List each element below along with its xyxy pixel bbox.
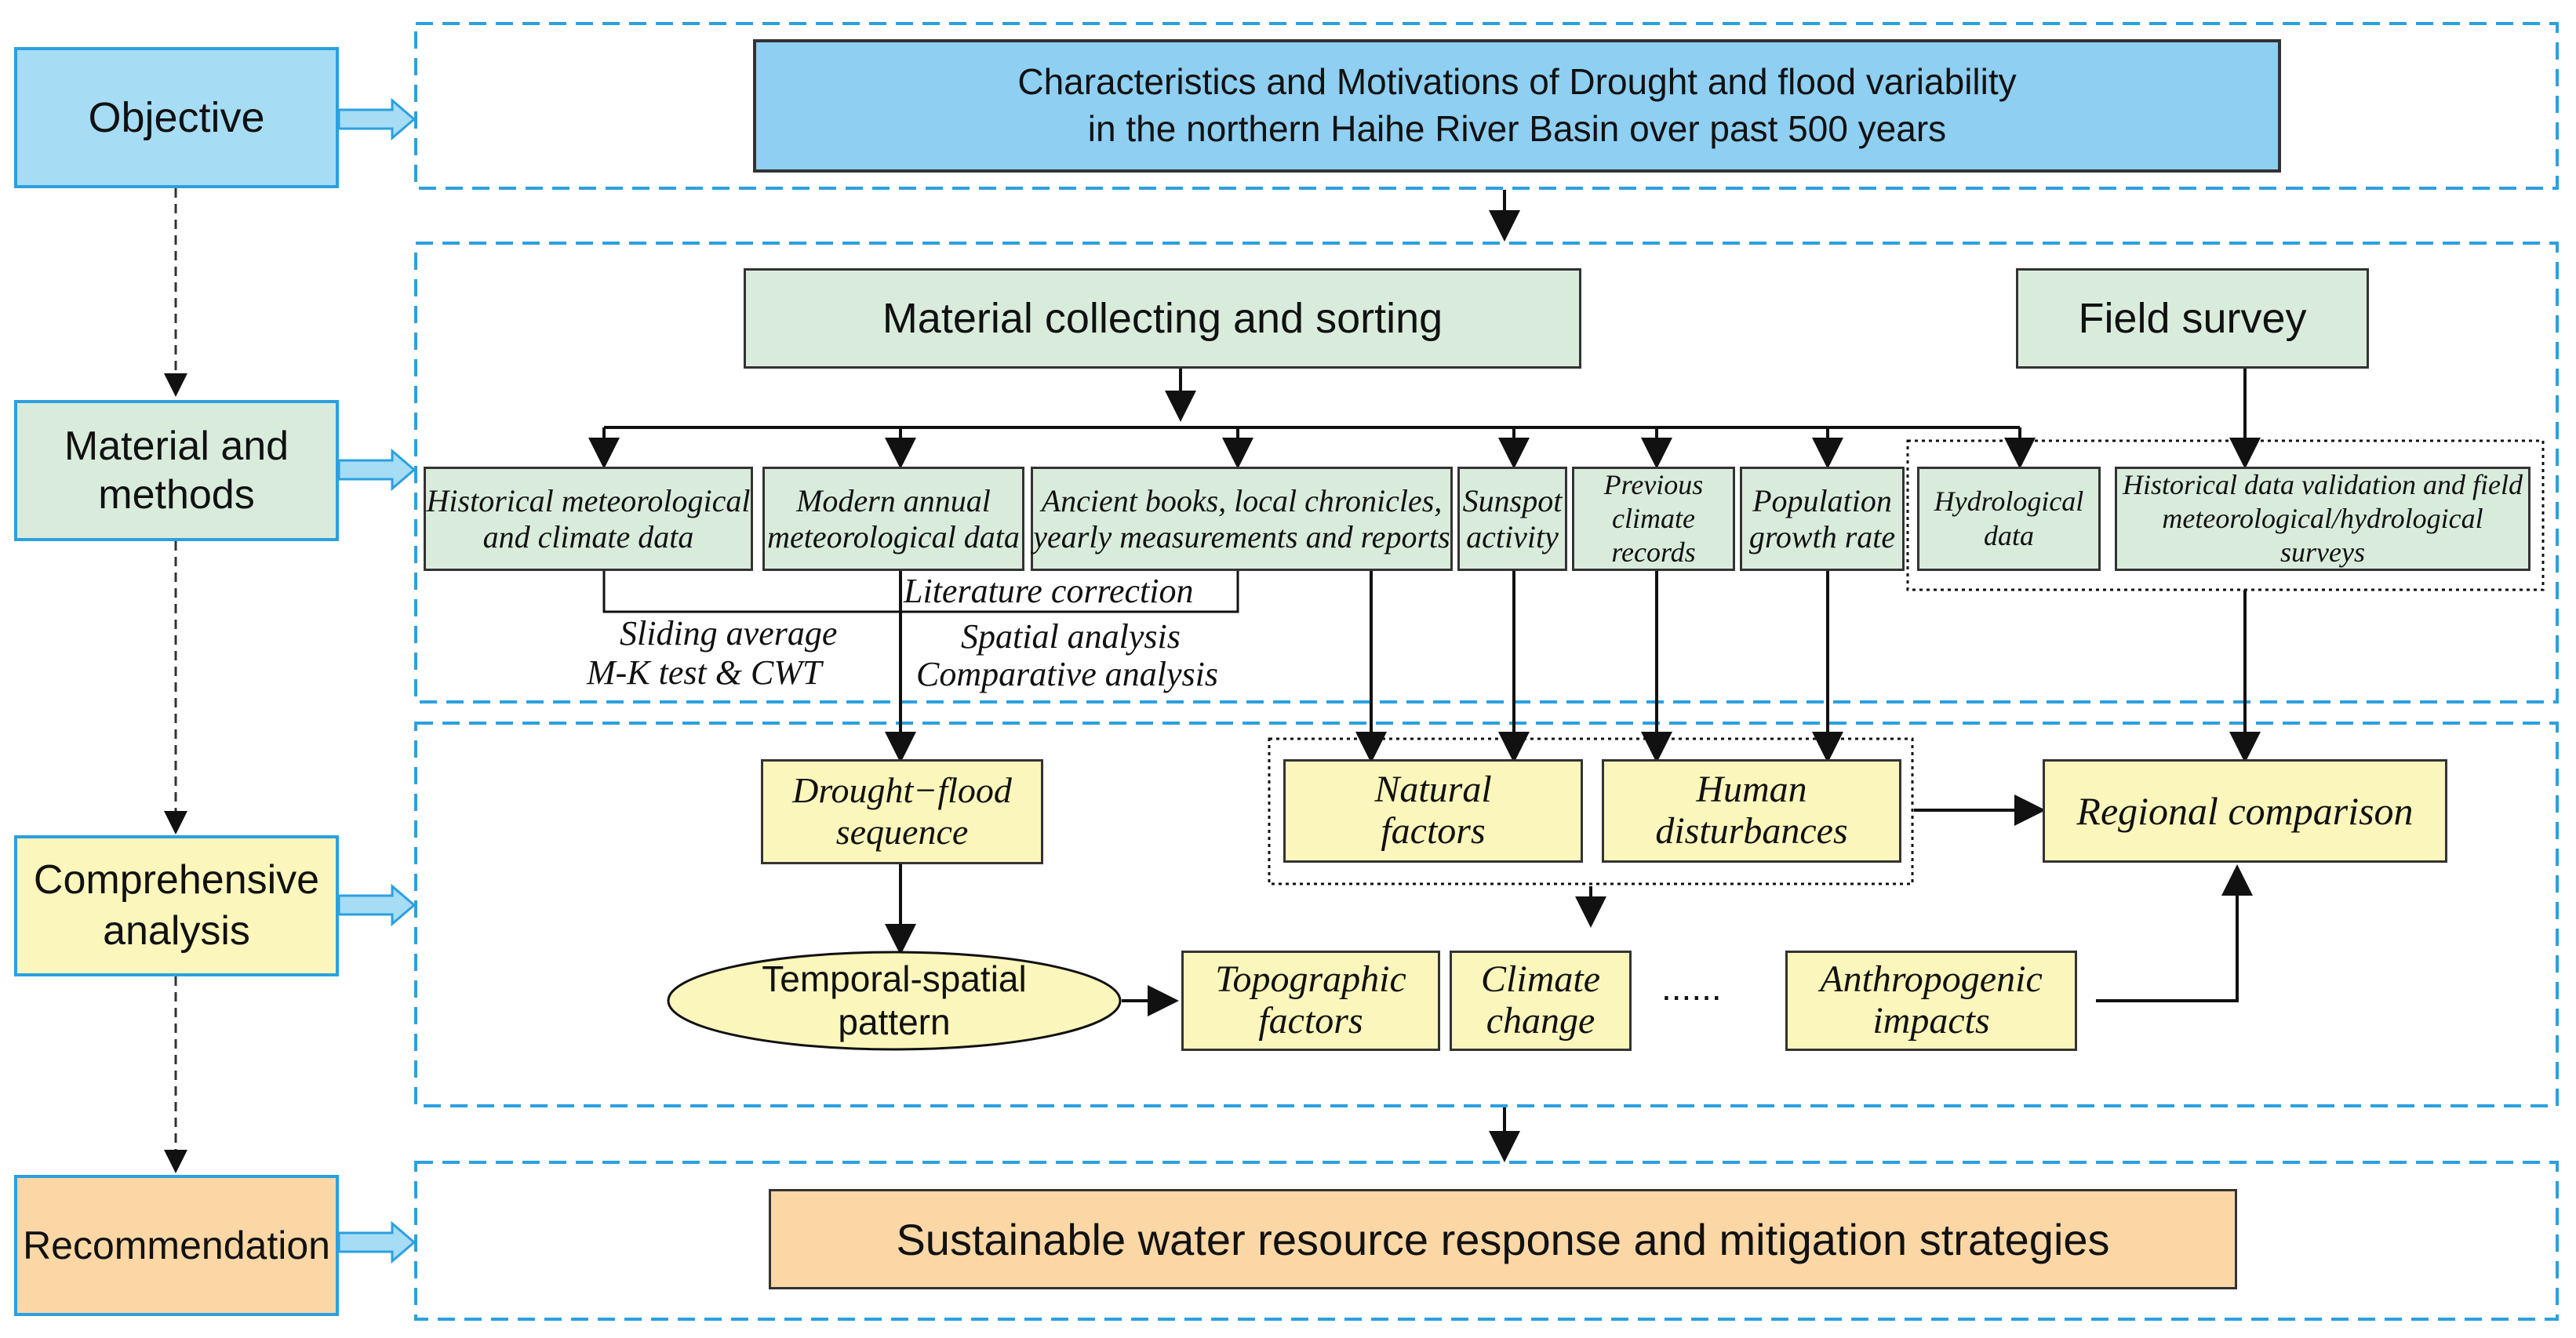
anthropogenic-box: Anthropogenic impacts [1785,951,2077,1051]
natural-factors-label: Natural factors [1374,769,1492,852]
comparative-analysis-label: Comparative analysis [916,655,1218,693]
objective-box: Characteristics and Motivations of Droug… [753,39,2281,173]
historical-data-label: Historical meteorological and climate da… [426,482,751,554]
recommendation-frame [414,1161,2559,1321]
drought-flood-box: Drought−flood sequence [761,759,1043,864]
climate-change-label: Climate change [1481,958,1600,1042]
human-disturbances-label: Human disturbances [1655,769,1848,852]
objective-text: Characteristics and Motivations of Droug… [1017,61,2017,149]
methods-frame [414,242,2559,704]
objective-frame [414,22,2559,190]
previous-records-label: Previous climate records [1603,468,1704,569]
population-label: Population growth rate [1748,482,1896,554]
stage-objective-label: Objective [88,94,265,141]
recommendation-box: Sustainable water resource response and … [769,1189,2237,1289]
sliding-average-label: Sliding average [620,614,838,653]
previous-records-box: Previous climate records [1572,467,1735,571]
topographic-box: Topographic factors [1181,951,1440,1051]
ellipsis-label: ...... [1661,967,1722,1008]
drought-flood-label: Drought−flood sequence [792,770,1012,852]
ancient-books-label: Ancient books, local chronicles, yearly … [1033,482,1450,554]
topographic-label: Topographic factors [1215,958,1406,1042]
hydrological-box: Hydrological data [1917,467,2101,571]
modern-data-box: Modern annual meteorological data [762,467,1024,571]
stage-recommendation-label: Recommendation [23,1223,330,1267]
literature-correction-label: Literature correction [904,572,1194,610]
analysis-frame [414,722,2559,1107]
modern-data-label: Modern annual meteorological data [767,482,1020,554]
stage-objective: Objective [14,47,339,188]
hydrological-label: Hydrological data [1934,485,2084,551]
stage-material-methods-label: Material and methods [64,423,289,518]
climate-change-box: Climate change [1450,951,1632,1051]
mk-test-label: M-K test & CWT [587,653,822,692]
validation-box: Historical data validation and field met… [2115,467,2531,571]
field-survey-label: Field survey [2078,295,2307,342]
stage-recommendation: Recommendation [14,1175,339,1316]
stage-comprehensive-label: Comprehensive analysis [33,857,320,954]
stage-material-methods: Material and methods [14,400,339,541]
sunspot-label: Sunspot activity [1462,482,1563,554]
stage-comprehensive: Comprehensive analysis [14,835,339,976]
material-collecting-label: Material collecting and sorting [882,295,1443,342]
sunspot-box: Sunspot activity [1457,467,1567,571]
spatial-analysis-label: Spatial analysis [961,617,1181,656]
temporal-spatial-text: Temporal-spatial pattern [675,954,1114,1048]
field-survey-box: Field survey [2016,268,2369,369]
validation-label: Historical data validation and field met… [2123,468,2523,569]
ancient-books-box: Ancient books, local chronicles, yearly … [1031,467,1453,571]
historical-data-box: Historical meteorological and climate da… [424,467,753,571]
material-collecting-box: Material collecting and sorting [744,268,1581,369]
anthropogenic-label: Anthropogenic impacts [1820,958,2043,1042]
regional-comparison-label: Regional comparison [2076,789,2414,833]
regional-comparison-box: Regional comparison [2043,759,2447,863]
temporal-spatial-label: Temporal-spatial pattern [762,958,1027,1042]
temporal-spatial-ellipse [667,951,1122,1051]
natural-factors-box: Natural factors [1283,759,1583,863]
human-disturbances-box: Human disturbances [1602,759,1901,863]
recommendation-text: Sustainable water resource response and … [896,1214,2110,1264]
population-box: Population growth rate [1740,467,1905,571]
